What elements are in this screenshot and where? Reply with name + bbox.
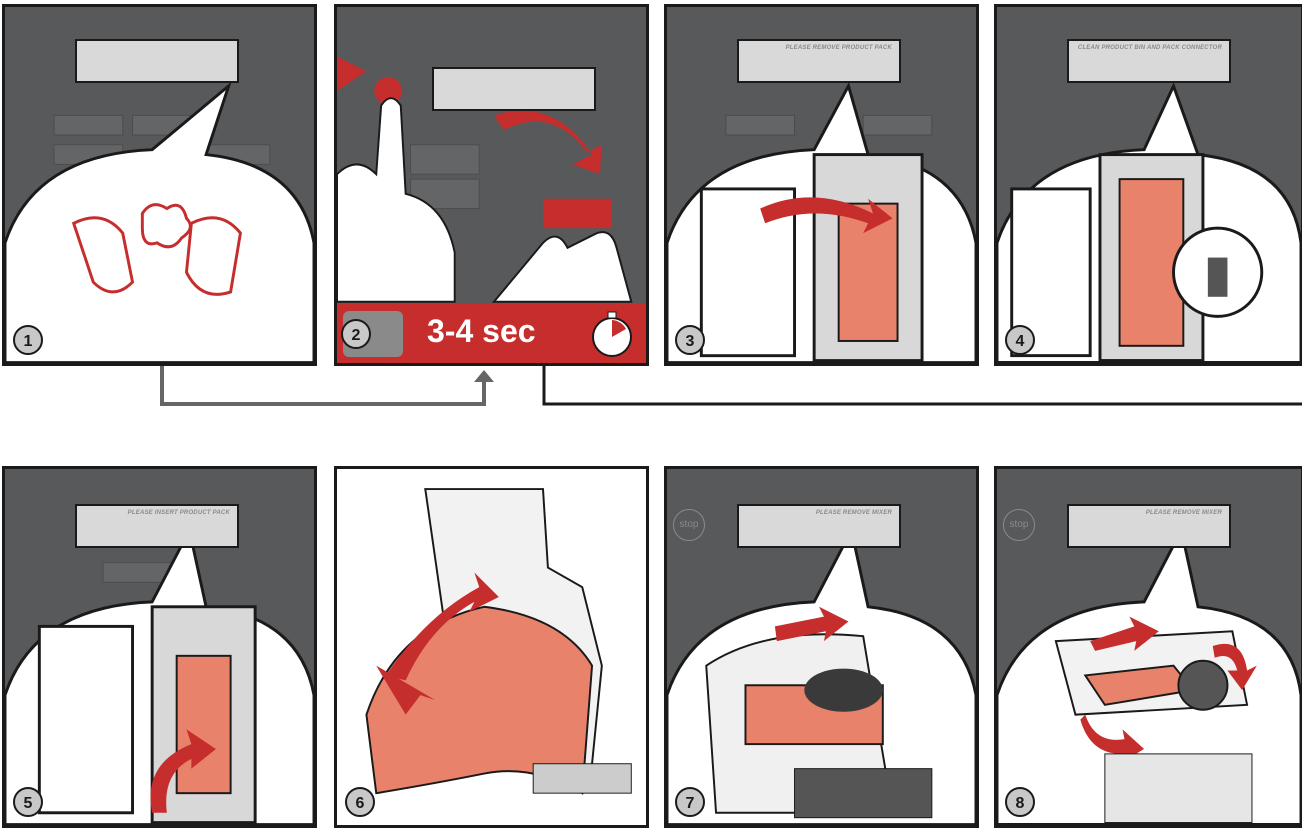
- step-7-panel: PLEASE REMOVE MIXER stop 7: [664, 466, 979, 828]
- step-number-badge: 5: [13, 787, 43, 817]
- stopwatch-icon: [587, 309, 637, 359]
- step-number-badge: 7: [675, 787, 705, 817]
- step-number-badge: 8: [1005, 787, 1035, 817]
- step-5-panel: PLEASE INSERT PRODUCT PACK 5: [2, 466, 317, 828]
- step-6-illustration: [337, 469, 646, 825]
- flow-arrows: [150, 366, 1302, 412]
- step-4-panel: CLEAN PRODUCT BIN AND PACK CONNECTOR 4: [994, 4, 1302, 366]
- control-display: PLEASE REMOVE MIXER: [1067, 504, 1231, 548]
- step-number-badge: 4: [1005, 325, 1035, 355]
- display-message: PLEASE INSERT PRODUCT PACK: [85, 510, 230, 517]
- step-number-badge: 2: [341, 319, 371, 349]
- step-number-badge: 6: [345, 787, 375, 817]
- step-2-panel: 3-4 sec 2: [334, 4, 649, 366]
- step-8-panel: PLEASE REMOVE MIXER stop 8: [994, 466, 1302, 828]
- step-number-badge: 3: [675, 325, 705, 355]
- control-display: [75, 39, 239, 83]
- stop-button: stop: [1003, 509, 1035, 541]
- control-display: PLEASE REMOVE PRODUCT PACK: [737, 39, 901, 83]
- step-number-badge: 1: [13, 325, 43, 355]
- control-display: CLEAN PRODUCT BIN AND PACK CONNECTOR: [1067, 39, 1231, 83]
- step-3-panel: PLEASE REMOVE PRODUCT PACK 3: [664, 4, 979, 366]
- timer-banner: 3-4 sec: [337, 303, 646, 363]
- display-message: PLEASE REMOVE PRODUCT PACK: [747, 45, 892, 52]
- control-display: [432, 67, 596, 111]
- display-message: CLEAN PRODUCT BIN AND PACK CONNECTOR: [1077, 45, 1222, 52]
- step-1-panel: 1: [2, 4, 317, 366]
- step-6-panel: 6: [334, 466, 649, 828]
- display-message: PLEASE REMOVE MIXER: [1077, 510, 1222, 517]
- control-display: PLEASE INSERT PRODUCT PACK: [75, 504, 239, 548]
- stop-button: stop: [673, 509, 705, 541]
- display-message: PLEASE REMOVE MIXER: [747, 510, 892, 517]
- control-display: PLEASE REMOVE MIXER: [737, 504, 901, 548]
- timer-duration: 3-4 sec: [427, 313, 536, 350]
